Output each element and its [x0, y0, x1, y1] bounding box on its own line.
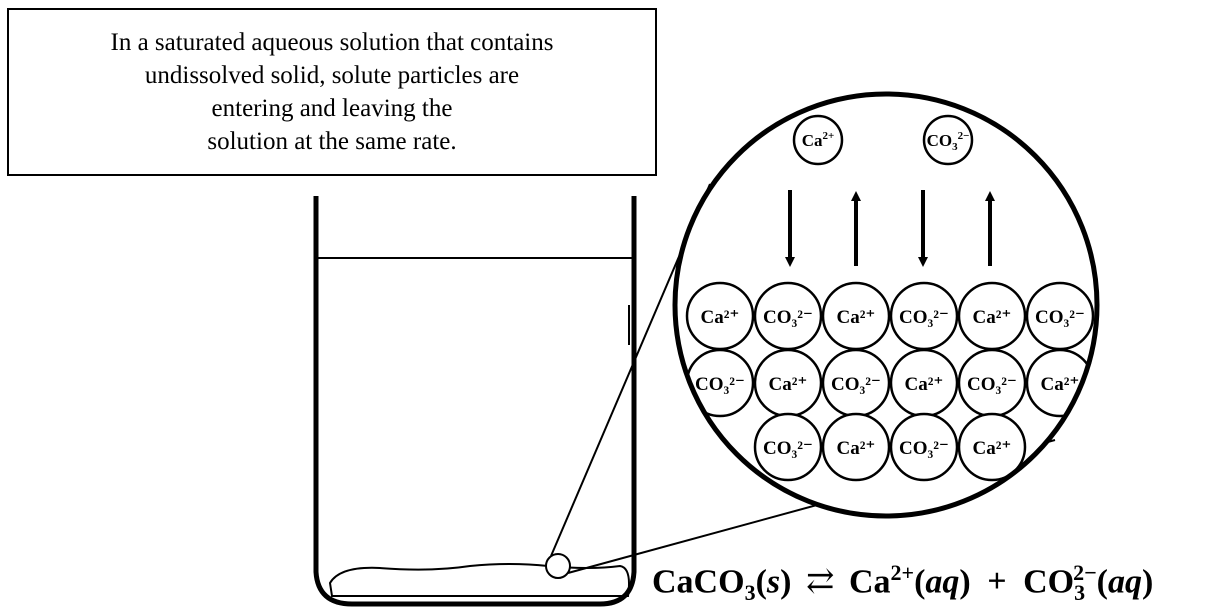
lattice-ion-label: CO₃²⁻	[899, 307, 949, 328]
lattice-ion-label: CO₃²⁻	[831, 374, 881, 395]
free-ion-calcium-label: Ca	[802, 131, 823, 150]
equation-product2: CO	[1023, 563, 1075, 601]
free-ion-carbonate: CO32−	[922, 114, 974, 166]
lattice-ion-r3-c1: CO₃²⁻	[753, 412, 823, 482]
equation-equilibrium-arrow: ⇄	[805, 563, 835, 601]
lattice-ion-label: Ca²⁺	[973, 438, 1012, 459]
lattice-ion-r1-c1: Ca²⁺	[685, 281, 755, 351]
lattice-ion-r2-c3: CO₃²⁻	[821, 348, 891, 418]
lattice-ion-r3-c3: CO₃²⁻	[889, 412, 959, 482]
lattice-ion-label: Ca²⁺	[905, 374, 944, 395]
lattice-ion-label: CO₃²⁻	[695, 374, 745, 395]
lattice-ion-label: Ca²⁺	[701, 307, 740, 328]
free-ion-carbonate-charge: 2−	[958, 130, 970, 142]
beaker-outline	[313, 196, 637, 607]
explanation-callout: In a saturated aqueous solution that con…	[7, 8, 657, 176]
lattice-ion-label: Ca²⁺	[837, 307, 876, 328]
equation-reactant-phase: s	[766, 563, 781, 601]
callout-line-1: In a saturated aqueous solution that con…	[110, 29, 554, 56]
lattice-ion-label: Ca²⁺	[837, 438, 876, 459]
equation-product2-charge: 2−	[1073, 560, 1097, 585]
lattice-ion-label: Ca²⁺	[1041, 374, 1080, 395]
lattice-ion-r2-c2: Ca²⁺	[753, 348, 823, 418]
lattice-ion-r1-c4: CO₃²⁻	[889, 281, 959, 351]
lattice-ion-label: CO₃²⁻	[967, 374, 1017, 395]
callout-line-4: solution at the same rate.	[207, 128, 457, 155]
callout-line-3: entering and leaving the	[211, 95, 453, 122]
equation-product1-charge: 2+	[890, 560, 915, 585]
callout-line-2: undissolved solid, solute particles are	[144, 62, 520, 89]
equation-reactant: CaCO	[652, 563, 745, 601]
equation-plus: +	[987, 563, 1007, 601]
lattice-ion-r3-c2: Ca²⁺	[821, 412, 891, 482]
equation-product1-phase: aq	[925, 563, 960, 601]
callout-text: In a saturated aqueous solution that con…	[111, 26, 554, 158]
equation-reactant-subscript: 3	[744, 580, 756, 606]
equation-product2-phase: aq	[1107, 563, 1142, 601]
lattice-ion-label: CO₃²⁻	[899, 438, 949, 459]
free-ion-carbonate-subscript: 3	[952, 141, 958, 153]
lattice-ion-label: Ca²⁺	[973, 307, 1012, 328]
lattice-ion-label: CO₃²⁻	[1035, 307, 1085, 328]
ion-lattice: Ca²⁺ CO₃²⁻ Ca²⁺ CO₃²⁻ Ca²⁺ CO₃²⁻ CO₃²⁻ Ca²⁺ CO₃²…	[685, 281, 1095, 482]
lattice-ion-r2-c5: CO₃²⁻	[957, 348, 1027, 418]
beaker	[313, 196, 637, 607]
equation-product2-subscript: 3	[1074, 580, 1086, 606]
magnifier-border	[672, 91, 1100, 519]
svg-text:Ca2+: Ca2+	[802, 130, 835, 150]
free-ion-calcium: Ca2+	[792, 114, 844, 166]
lattice-ion-r2-c1: CO₃²⁻	[685, 348, 755, 418]
lattice-ion-r1-c2: CO₃²⁻	[753, 281, 823, 351]
lattice-ion-label: Ca²⁺	[769, 374, 808, 395]
lattice-ion-r3-c4: Ca²⁺	[957, 412, 1027, 482]
zoom-spot	[545, 553, 571, 579]
lattice-ion-r1-c6: CO₃²⁻	[1025, 281, 1095, 351]
magnified-view: Ca²⁺ CO₃²⁻ Ca²⁺ CO₃²⁻ Ca²⁺ CO₃²⁻ CO₃²⁻ Ca²⁺ CO₃²…	[672, 91, 1100, 519]
equation-product1: Ca	[848, 563, 891, 601]
free-ion-carbonate-label: CO	[927, 131, 953, 150]
undissolved-solid	[328, 563, 630, 597]
svg-text:CO32−: CO32−	[927, 130, 970, 153]
lattice-ion-label: CO₃²⁻	[763, 307, 813, 328]
lattice-ion-r2-c4: Ca²⁺	[889, 348, 959, 418]
lattice-ion-label: CO₃²⁻	[763, 438, 813, 459]
dissolution-equation: CaCO3(s) ⇄ Ca2+(aq) + CO32−(aq)	[652, 560, 1154, 606]
free-ion-calcium-charge: 2+	[823, 130, 835, 142]
lattice-ion-r1-c5: Ca²⁺	[957, 281, 1027, 351]
lattice-ion-r1-c3: Ca²⁺	[821, 281, 891, 351]
